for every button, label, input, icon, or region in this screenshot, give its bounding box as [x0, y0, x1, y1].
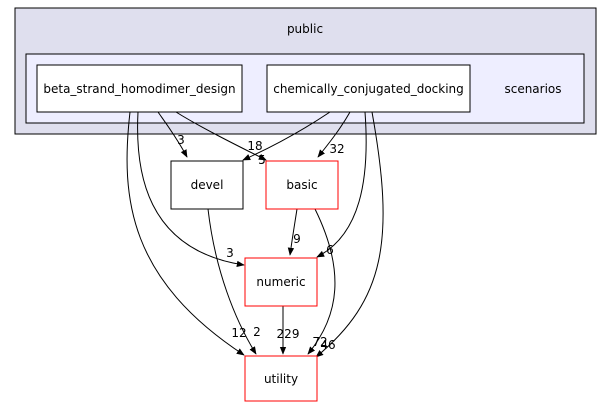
- node-basic[interactable]: basic: [265, 160, 339, 210]
- node-beta-box: [36, 64, 243, 113]
- node-utility-label: utility: [264, 372, 298, 386]
- edges: [126, 111, 384, 358]
- node-utility[interactable]: utility: [244, 355, 318, 402]
- edge-label-numeric-utility[interactable]: 229: [277, 327, 300, 341]
- edge-label-beta-basic[interactable]: 18: [247, 139, 262, 153]
- node-chem-label: chemically_conjugated_docking: [273, 82, 464, 96]
- node-beta-label: beta_strand_homodimer_design: [43, 82, 235, 96]
- node-basic-box: [265, 160, 339, 210]
- edge-label-beta-devel[interactable]: 3: [177, 133, 185, 147]
- edge-chem-devel: [242, 111, 331, 161]
- node-devel-label: devel: [191, 178, 224, 192]
- edge-beta-basic: [175, 111, 267, 161]
- edge-chem-numeric: [316, 111, 367, 258]
- node-beta-strand-homodimer-design[interactable]: beta_strand_homodimer_design: [36, 64, 243, 113]
- node-numeric-label: numeric: [256, 275, 305, 289]
- edge-label-chem-basic[interactable]: 32: [329, 142, 344, 156]
- cluster-public-label: public: [287, 22, 323, 36]
- edge-basic-numeric: [287, 208, 298, 256]
- edge-labels: 3 18 3 12 5 32 6 46 2 9 72 229: [177, 133, 344, 352]
- edge-beta-utility: [126, 111, 245, 356]
- node-chemically-conjugated-docking[interactable]: chemically_conjugated_docking: [266, 64, 471, 113]
- edge-beta-devel: [157, 111, 188, 158]
- edge-label-beta-numeric[interactable]: 3: [226, 246, 234, 260]
- cluster-scenarios-label: scenarios: [504, 82, 561, 96]
- node-devel-box: [170, 160, 244, 210]
- node-utility-box: [244, 355, 318, 402]
- node-numeric-box: [244, 257, 318, 307]
- edge-label-basic-numeric[interactable]: 9: [293, 232, 301, 246]
- edge-label-chem-devel[interactable]: 5: [258, 153, 266, 167]
- edge-label-chem-numeric[interactable]: 6: [326, 243, 334, 257]
- node-numeric[interactable]: numeric: [244, 257, 318, 307]
- edge-devel-utility: [207, 208, 257, 355]
- node-chem-box: [266, 64, 471, 113]
- edge-beta-numeric: [137, 111, 245, 268]
- edge-chem-utility: [315, 111, 384, 358]
- edge-label-basic-utility[interactable]: 72: [312, 335, 327, 349]
- edge-basic-utility: [307, 208, 336, 355]
- node-basic-label: basic: [286, 178, 317, 192]
- edge-chem-basic: [317, 111, 351, 158]
- edge-label-chem-utility[interactable]: 46: [320, 338, 335, 352]
- edge-label-beta-utility[interactable]: 12: [231, 326, 246, 340]
- edge-label-devel-utility[interactable]: 2: [253, 325, 261, 339]
- node-devel[interactable]: devel: [170, 160, 244, 210]
